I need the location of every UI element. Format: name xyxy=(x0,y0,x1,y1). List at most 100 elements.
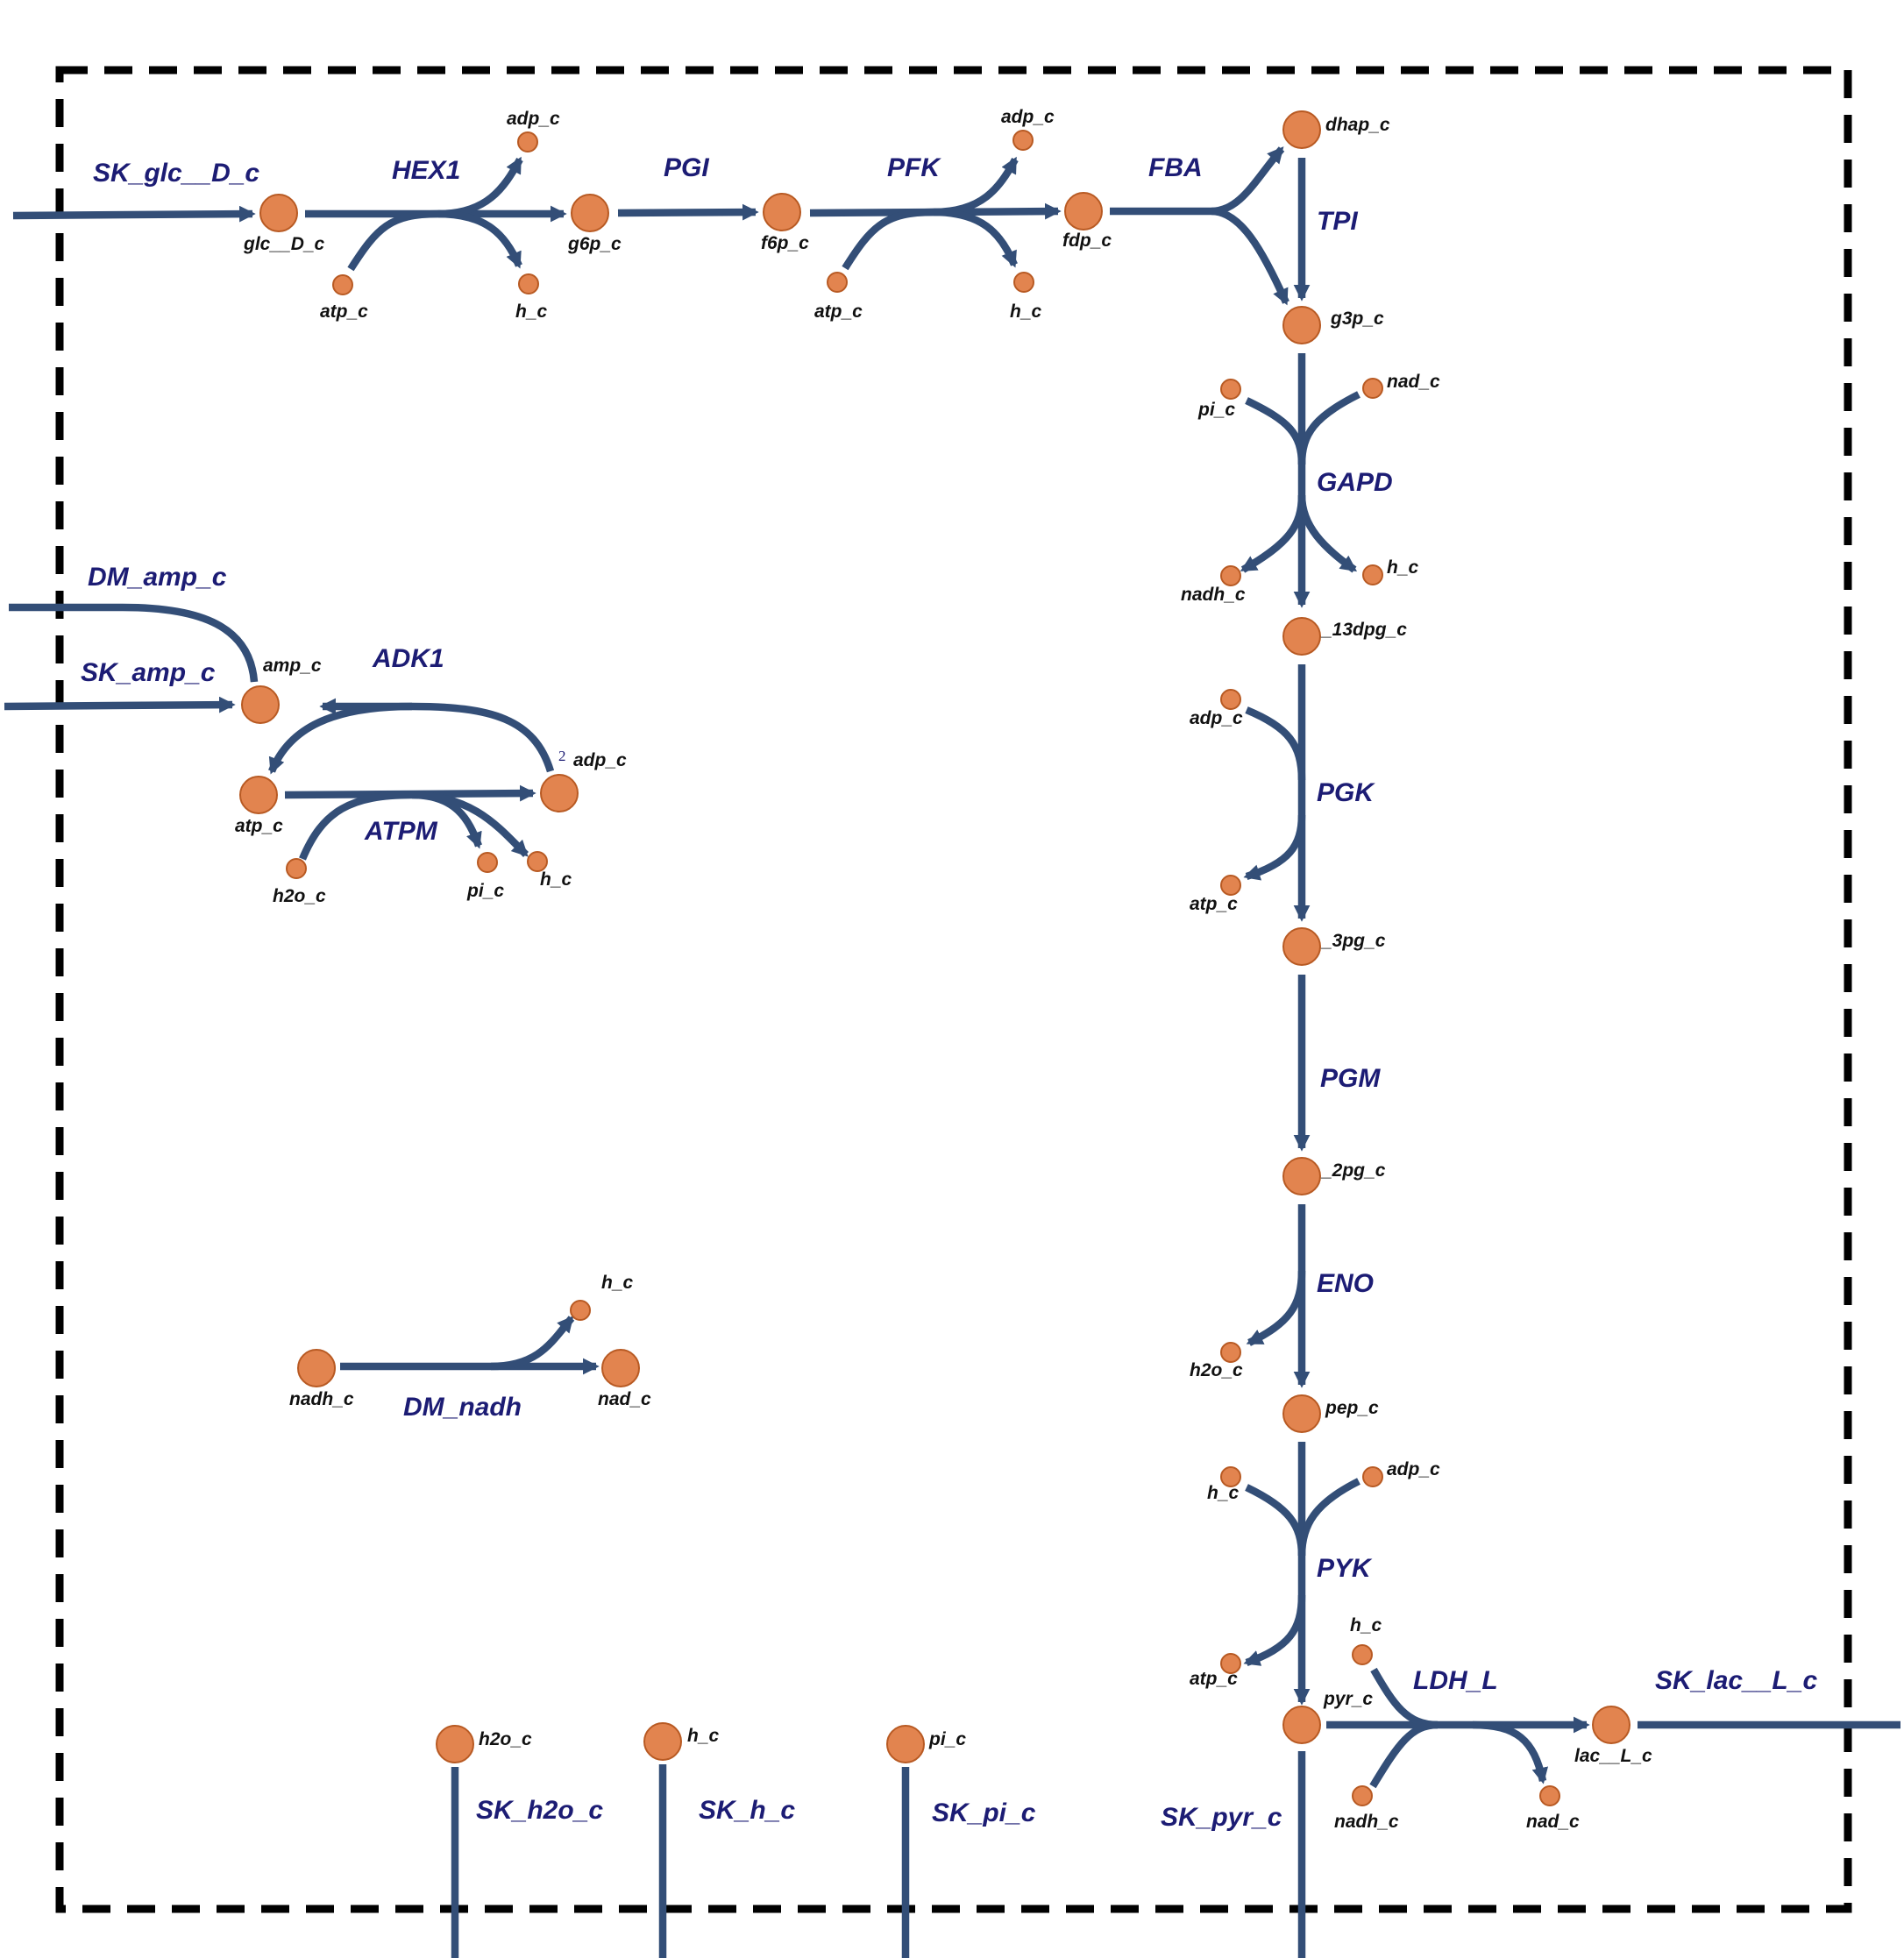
node-g3p-c[interactable] xyxy=(1282,306,1321,344)
node-atpm-h[interactable] xyxy=(527,851,548,872)
edge-pfk-atp[interactable] xyxy=(842,208,934,271)
node-nad-c-dm[interactable] xyxy=(601,1349,640,1387)
rxn-sk-h2o[interactable]: SK_h2o_c xyxy=(476,1796,603,1825)
node-pep-c[interactable] xyxy=(1282,1394,1321,1433)
node-atpm-h2o[interactable] xyxy=(286,858,307,879)
node-pgk-adp[interactable] xyxy=(1220,689,1241,710)
node-pgk-atp[interactable] xyxy=(1220,875,1241,896)
rxn-pyk[interactable]: PYK xyxy=(1317,1554,1373,1583)
label-ldh-nad: nad_c xyxy=(1526,1812,1580,1832)
node-atp-c-adk[interactable] xyxy=(239,776,278,814)
edge-gapd-h[interactable] xyxy=(1297,494,1358,573)
node-f6p-c[interactable] xyxy=(763,193,801,231)
rxn-sk-pi[interactable]: SK_pi_c xyxy=(932,1798,1036,1827)
edge-gapd-pi[interactable] xyxy=(1245,397,1306,465)
rxn-sk-h[interactable]: SK_h_c xyxy=(699,1796,795,1825)
node-atpm-pi[interactable] xyxy=(477,852,498,873)
node-ldh-nadh[interactable] xyxy=(1352,1785,1373,1806)
rxn-sk-glc[interactable]: SK_glc__D_c xyxy=(93,159,259,188)
rxn-pgm[interactable]: PGM xyxy=(1320,1064,1381,1093)
rxn-dm-amp[interactable]: DM_amp_c xyxy=(88,563,227,592)
rxn-hex1[interactable]: HEX1 xyxy=(392,156,460,185)
label-3pg-c: _3pg_c xyxy=(1320,931,1386,951)
edge-hex1-atp[interactable] xyxy=(347,209,439,272)
node-dhap-c[interactable] xyxy=(1282,110,1321,149)
edge-dm-amp[interactable] xyxy=(9,603,259,683)
rxn-sk-pyr[interactable]: SK_pyr_c xyxy=(1161,1803,1282,1832)
node-nadh-c-dm[interactable] xyxy=(297,1349,336,1387)
edge-ldh-nad[interactable] xyxy=(1472,1720,1549,1784)
label-eno-h2o: h2o_c xyxy=(1190,1360,1243,1380)
edge-atpm-h[interactable] xyxy=(411,791,529,858)
node-pfk-h[interactable] xyxy=(1013,272,1034,293)
node-ldh-h[interactable] xyxy=(1352,1644,1373,1665)
node-dm-nadh-h[interactable] xyxy=(570,1300,591,1321)
edge-pgk-adp[interactable] xyxy=(1245,706,1306,781)
node-gapd-h[interactable] xyxy=(1362,564,1383,585)
edge-gapd-nadh[interactable] xyxy=(1240,494,1306,573)
node-gapd-nad[interactable] xyxy=(1362,378,1383,399)
edge-gapd-nad[interactable] xyxy=(1297,391,1361,465)
rxn-sk-lac[interactable]: SK_lac__L_c xyxy=(1655,1666,1817,1695)
node-2pg-c[interactable] xyxy=(1282,1157,1321,1195)
edge-pyk-atp[interactable] xyxy=(1243,1594,1306,1667)
edge-pgk-atp[interactable] xyxy=(1243,814,1306,881)
edge-adk1-top[interactable] xyxy=(319,698,555,773)
edge-eno-h2o[interactable] xyxy=(1246,1270,1306,1346)
node-hex1-adp[interactable] xyxy=(517,131,538,153)
node-pyk-adp[interactable] xyxy=(1362,1466,1383,1487)
node-adp-c-adk[interactable] xyxy=(540,774,579,812)
edge-pgi[interactable] xyxy=(617,203,759,221)
node-hex1-h[interactable] xyxy=(518,273,539,294)
node-pfk-atp[interactable] xyxy=(827,272,848,293)
rxn-tpi[interactable]: TPI xyxy=(1317,207,1358,236)
node-gapd-nadh[interactable] xyxy=(1220,565,1241,586)
rxn-adk1[interactable]: ADK1 xyxy=(372,644,444,673)
edge-adk1-bottom[interactable] xyxy=(268,702,413,775)
edge-atpm-h2o[interactable] xyxy=(299,791,413,861)
rxn-pgk[interactable]: PGK xyxy=(1317,778,1375,807)
label-pgk-adp: adp_c xyxy=(1190,708,1243,728)
node-lac-l-c[interactable] xyxy=(1592,1706,1630,1744)
node-h-c-sk[interactable] xyxy=(643,1722,682,1761)
node-pyr-c[interactable] xyxy=(1282,1706,1321,1744)
edge-fba-dhap[interactable] xyxy=(1211,146,1285,216)
rxn-eno[interactable]: ENO xyxy=(1317,1269,1374,1298)
node-pyk-h[interactable] xyxy=(1220,1466,1241,1487)
rxn-dm-nadh[interactable]: DM_nadh xyxy=(403,1393,522,1422)
rxn-atpm[interactable]: ATPM xyxy=(364,817,438,846)
node-eno-h2o[interactable] xyxy=(1220,1342,1241,1363)
rxn-fba[interactable]: FBA xyxy=(1148,153,1203,182)
rxn-sk-amp[interactable]: SK_amp_c xyxy=(81,658,216,687)
edge-dm-nadh-h[interactable] xyxy=(490,1316,575,1371)
edge-pfk-h[interactable] xyxy=(933,208,1018,268)
node-gapd-pi[interactable] xyxy=(1220,379,1241,400)
node-glc-d-c[interactable] xyxy=(259,194,298,232)
label-fdp-c: fdp_c xyxy=(1062,231,1112,251)
rxn-pgi[interactable]: PGI xyxy=(664,153,709,182)
node-hex1-atp[interactable] xyxy=(332,274,353,295)
node-g6p-c[interactable] xyxy=(571,194,609,232)
edge-fba-g3p[interactable] xyxy=(1211,207,1289,306)
edge-hex1-h[interactable] xyxy=(437,209,522,269)
stoich-adk1-adp: 2 xyxy=(558,748,566,764)
rxn-gapd[interactable]: GAPD xyxy=(1317,468,1393,497)
edge-ldh-nadh[interactable] xyxy=(1369,1720,1439,1789)
node-h2o-c-sk[interactable] xyxy=(436,1725,474,1763)
edge-pyk-adp[interactable] xyxy=(1297,1478,1361,1557)
edge-pyk-h[interactable] xyxy=(1245,1484,1306,1557)
node-pfk-adp[interactable] xyxy=(1012,130,1034,151)
node-3pg-c[interactable] xyxy=(1282,927,1321,966)
node-13dpg-c[interactable] xyxy=(1282,617,1321,656)
edge-pfk-adp[interactable] xyxy=(933,156,1019,216)
node-pi-c-sk[interactable] xyxy=(886,1725,925,1763)
node-ldh-nad[interactable] xyxy=(1539,1785,1560,1806)
node-amp-c[interactable] xyxy=(241,685,280,724)
rxn-ldh-l[interactable]: LDH_L xyxy=(1413,1666,1498,1695)
edge-sk-amp[interactable] xyxy=(4,696,236,713)
rxn-pfk[interactable]: PFK xyxy=(887,153,941,182)
node-fdp-c[interactable] xyxy=(1064,192,1103,231)
node-pyk-atp[interactable] xyxy=(1220,1653,1241,1674)
edge-sk-glc[interactable] xyxy=(12,205,256,223)
